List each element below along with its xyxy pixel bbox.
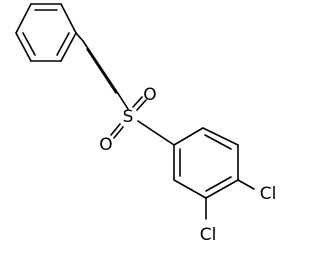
phenyl-to-vinyl-bond <box>75 32 84 42</box>
chlorine-substituents: Cl Cl <box>200 179 277 245</box>
vinyl-double-bond-inner <box>86 48 117 94</box>
s-o-bottom-bond-2 <box>113 126 124 139</box>
s-o-bottom-bond-1 <box>110 123 121 136</box>
aryl-inner-bond-1 <box>204 134 232 150</box>
aryl-bond-1 <box>173 127 204 146</box>
phenyl-bond-3 <box>60 32 77 62</box>
phenyl-inner-bond-3 <box>22 32 36 56</box>
sulfur-atom-label: S <box>123 107 134 127</box>
sulfonyl-group: S O O <box>99 85 175 155</box>
aryl-bond-4 <box>205 179 239 199</box>
oxygen-bottom-label: O <box>99 135 112 155</box>
phenyl-bond-6 <box>15 3 32 34</box>
chlorine-para-label: Cl <box>260 184 277 204</box>
phenyl-ring <box>15 3 77 62</box>
chlorine-meta-label: Cl <box>200 225 217 245</box>
aryl-inner-bond-2 <box>205 176 232 192</box>
vinyl-linker <box>75 32 129 110</box>
chemical-structure-drawing: S O O Cl Cl <box>15 3 277 245</box>
phenyl-inner-bond-2 <box>56 32 70 56</box>
aryl-bond-2 <box>202 127 239 146</box>
c-cl-para-bond <box>237 179 255 190</box>
s-o-top-bond-1 <box>132 96 143 108</box>
aryl-bond-5 <box>173 179 207 199</box>
dichlorophenyl-ring <box>173 127 239 199</box>
vinyl-double-bond-outer <box>82 40 120 96</box>
phenyl-bond-2 <box>60 3 77 34</box>
vinyl-to-sulfur-bond <box>118 94 129 110</box>
s-o-top-bond-2 <box>136 99 147 111</box>
sulfur-to-aryl-bond <box>137 120 175 146</box>
oxygen-top-label: O <box>143 85 156 105</box>
phenyl-bond-5 <box>15 32 32 62</box>
